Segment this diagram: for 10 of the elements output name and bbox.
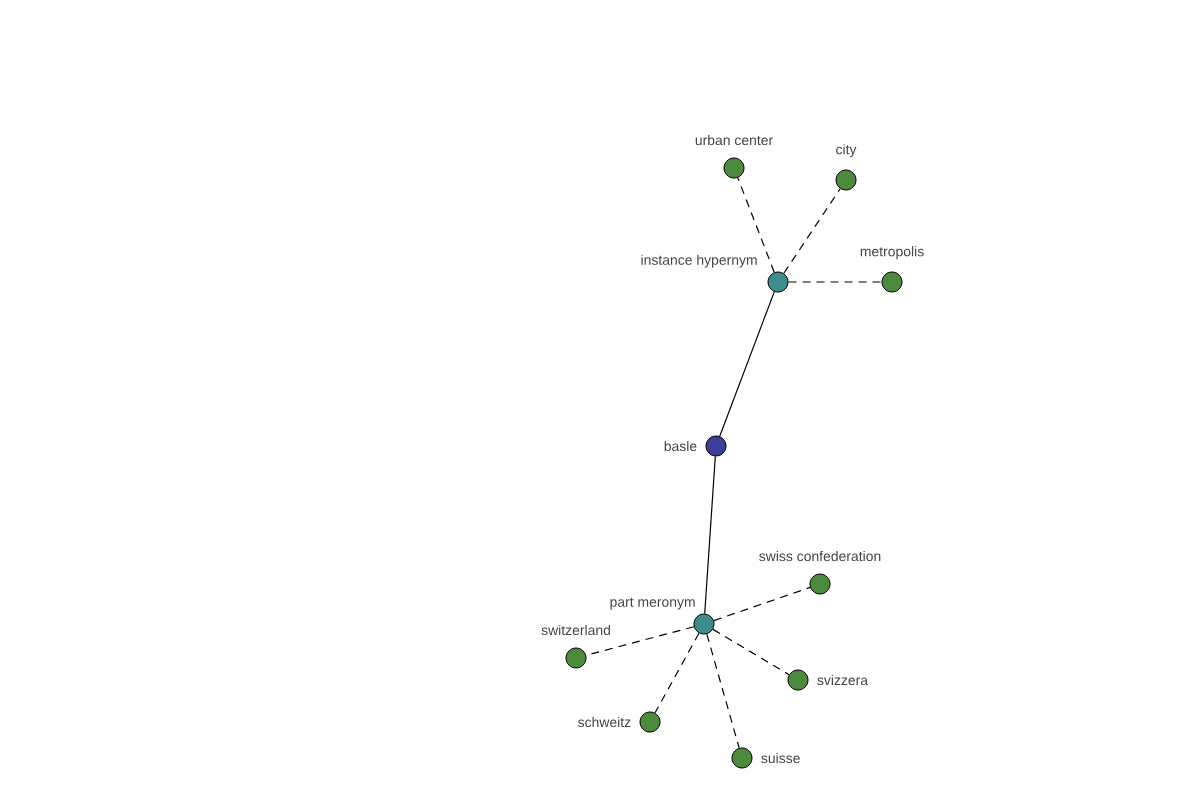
dashed-line — [783, 188, 841, 274]
dashed-line — [585, 626, 695, 656]
connector-line — [704, 455, 716, 615]
connector-line — [719, 291, 775, 437]
dashed-line — [737, 177, 775, 273]
dashed-line — [654, 632, 700, 714]
dashed-line — [713, 586, 811, 622]
dashed-line — [787, 281, 883, 283]
dashed-line — [712, 628, 790, 676]
dashed-line — [706, 633, 740, 749]
